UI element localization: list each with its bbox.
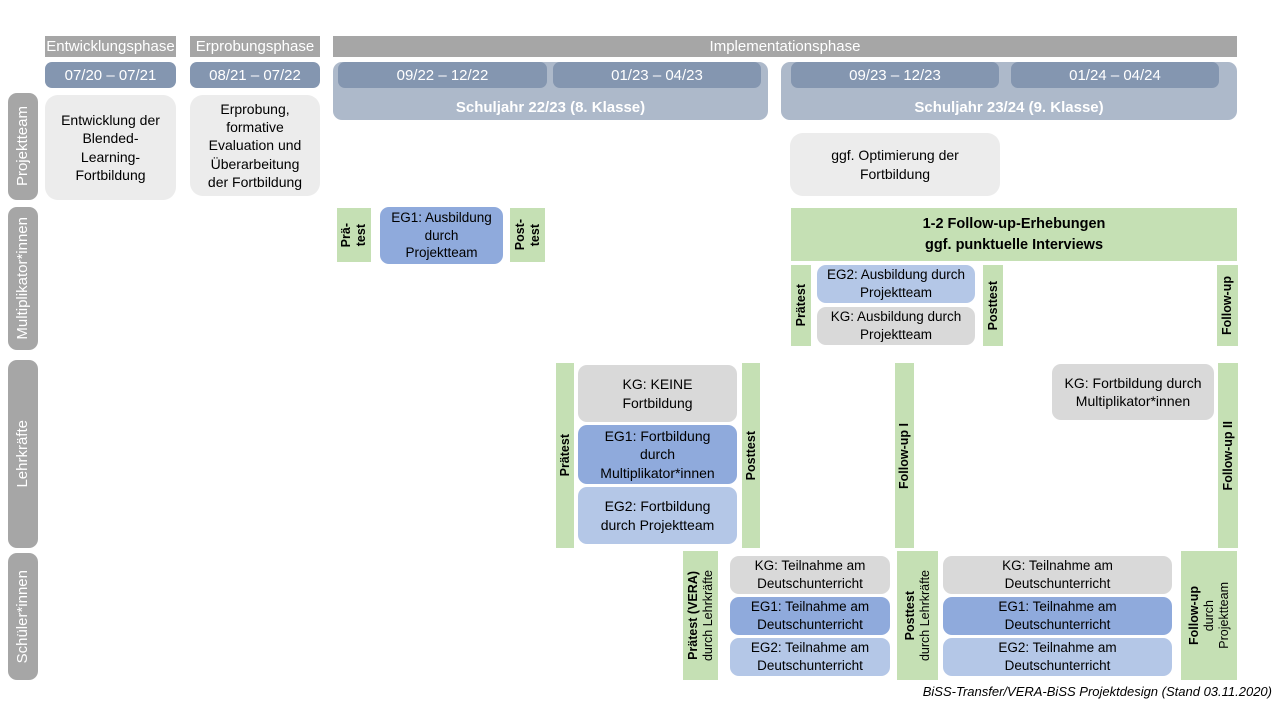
box-eg1-ausbildung-projektteam: EG1: Ausbildung durch Projektteam <box>380 207 503 264</box>
bar-praetest-multiplikatoren-2: Prätest <box>791 265 811 346</box>
bar-posttest-schueler-main: Posttest <box>902 590 917 641</box>
bar-praetest-vera-sub: durch Lehrkräfte <box>700 569 715 662</box>
date-bar-3: 09/22 – 12/22 <box>338 62 547 88</box>
date-bar-5: 09/23 – 12/23 <box>791 62 999 88</box>
box-kg-fortbildung-multiplikatoren: KG: Fortbildung durch Multiplikator*inne… <box>1052 364 1214 420</box>
bar-posttest-schueler: Posttest durch Lehrkräfte <box>897 551 938 680</box>
row-label-multiplikatoren: Multiplikator*innen <box>8 207 38 350</box>
phase-header-entwicklung: Entwicklungsphase <box>45 36 176 57</box>
school-year-label-23-24: Schuljahr 23/24 (9. Klasse) <box>914 99 1104 116</box>
row-label-multiplikatoren-text: Multiplikator*innen <box>14 217 31 340</box>
followup-erhebungen-line2: ggf. punktuelle Interviews <box>924 236 1104 253</box>
bar-posttest-schueler-sub: durch Lehrkräfte <box>917 569 932 662</box>
bar-praetest-vera: Prätest (VERA) durch Lehrkräfte <box>683 551 718 680</box>
bar-praetest-vera-main: Prätest (VERA) <box>685 571 700 660</box>
box-kg-teilnahme-1: KG: Teilnahme am Deutschunterricht <box>730 556 890 594</box>
date-bar-2: 08/21 – 07/22 <box>190 62 320 88</box>
box-entwicklung-fortbildung: Entwicklung der Blended-Learning-Fortbil… <box>45 95 176 200</box>
row-label-schueler: Schüler*innen <box>8 553 38 680</box>
bar-posttest2-text: Posttest <box>985 280 1000 331</box>
row-label-projektteam: Projektteam <box>8 93 38 200</box>
bar-followup-1-text: Follow-up I <box>897 422 911 489</box>
date-bar-6: 01/24 – 04/24 <box>1011 62 1219 88</box>
box-eg2-fortbildung-projektteam: EG2: Fortbildung durch Projektteam <box>578 487 737 544</box>
bar-followup-schueler-main: Follow-up <box>1186 585 1201 645</box>
box-erprobung-evaluation: Erprobung, formative Evaluation und Über… <box>190 95 320 196</box>
bar-posttest-lehrkraefte-text: Posttest <box>743 430 758 481</box>
bar-praetest2-text: Prätest <box>793 284 808 327</box>
bar-followup-2: Follow-up II <box>1218 363 1238 548</box>
row-label-projektteam-text: Projektteam <box>14 106 31 187</box>
box-optimierung-fortbildung: ggf. Optimierung der Fortbildung <box>790 133 1000 196</box>
bar-followup-1: Follow-up I <box>895 363 914 548</box>
box-eg2-teilnahme-2: EG2: Teilnahme am Deutschunterricht <box>943 638 1172 676</box>
bar-followup-multiplikatoren: Follow-up <box>1217 265 1238 346</box>
box-eg1-fortbildung-multiplikatoren: EG1: Fortbildung durch Multiplikator*inn… <box>578 425 737 484</box>
bar-followup-schueler-sub2: Projektteam <box>1216 582 1231 649</box>
bar-praetest-line1: Prä- <box>339 222 353 248</box>
bar-posttest-lehrkraefte: Posttest <box>742 363 760 548</box>
bar-posttest-multiplikatoren-2: Posttest <box>983 265 1003 346</box>
box-eg1-teilnahme-1: EG1: Teilnahme am Deutschunterricht <box>730 597 890 635</box>
diagram-caption: BiSS-Transfer/VERA-BiSS Projektdesign (S… <box>922 684 1272 699</box>
bar-praetest-lehrkraefte-text: Prätest <box>557 434 572 477</box>
bar-followup-schueler-sub1: durch <box>1201 599 1216 632</box>
phase-header-implementation: Implementationsphase <box>333 36 1237 57</box>
row-label-schueler-text: Schüler*innen <box>14 569 31 664</box>
bar-followup-schueler: Follow-up durch Projektteam <box>1181 551 1237 680</box>
box-eg2-teilnahme-1: EG2: Teilnahme am Deutschunterricht <box>730 638 890 676</box>
row-label-lehrkraefte-text: Lehrkräfte <box>14 420 31 488</box>
bar-posttest-multiplikatoren-1: Post- test <box>510 208 545 262</box>
box-eg1-teilnahme-2: EG1: Teilnahme am Deutschunterricht <box>943 597 1172 635</box>
date-bar-4: 01/23 – 04/23 <box>553 62 761 88</box>
box-kg-teilnahme-2: KG: Teilnahme am Deutschunterricht <box>943 556 1172 594</box>
row-label-lehrkraefte: Lehrkräfte <box>8 360 38 548</box>
box-eg2-ausbildung-projektteam: EG2: Ausbildung durch Projektteam <box>817 265 975 303</box>
bar-posttest-line2: test <box>527 223 542 247</box>
followup-erhebungen-line1: 1-2 Follow-up-Erhebungen <box>922 216 1106 233</box>
school-year-label-22-23: Schuljahr 22/23 (8. Klasse) <box>455 99 646 116</box>
date-bar-1: 07/20 – 07/21 <box>45 62 176 88</box>
bar-praetest-lehrkraefte: Prätest <box>556 363 574 548</box>
phase-header-erprobung: Erprobungsphase <box>190 36 320 57</box>
bar-posttest-line1: Post- <box>512 219 527 251</box>
box-followup-erhebungen: 1-2 Follow-up-Erhebungen ggf. punktuelle… <box>791 208 1237 261</box>
bar-followup-2-text: Follow-up II <box>1220 420 1235 491</box>
box-kg-ausbildung-projektteam: KG: Ausbildung durch Projektteam <box>817 307 975 345</box>
box-kg-keine-fortbildung: KG: KEINE Fortbildung <box>578 365 737 422</box>
bar-praetest-multiplikatoren-1: Prä- test <box>337 208 371 262</box>
bar-praetest-line2: test <box>354 223 368 247</box>
bar-followup-text: Follow-up <box>1220 275 1234 335</box>
